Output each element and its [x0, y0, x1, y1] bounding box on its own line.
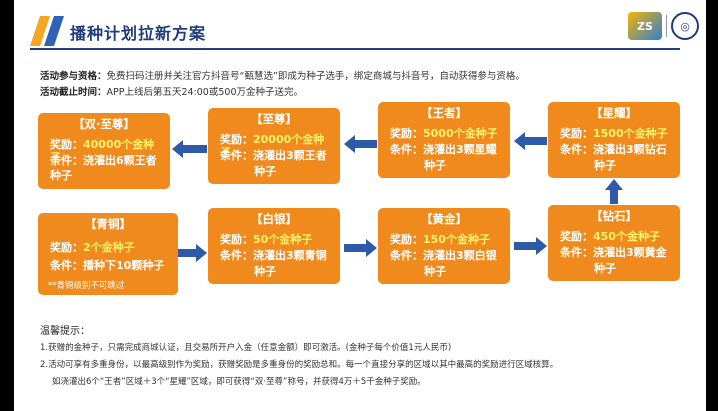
card-condition-cont: 种子 [50, 169, 72, 182]
tip-line-2: 2.活动可享有多重身份，以最高级别作为奖励，获赠奖励是多重身份的奖励总和。每一个… [40, 360, 559, 370]
card-title: 【青铜】 [85, 217, 131, 231]
condition-label: 条件： [50, 154, 83, 167]
card-condition: 条件：浇灌出3颗黄金 [560, 246, 674, 259]
card-condition: 条件：浇灌出3颗钻石 [560, 143, 674, 156]
reward-value: 150个金种子 [423, 233, 490, 246]
card-reward: 奖励：2个金种子 [50, 241, 172, 254]
reward-value: 1500个金种子 [593, 127, 668, 140]
qualification-line: 活动参与资格：免费扫码注册并关注官方抖音号“甄慧选”即成为种子选手，绑定商城与抖… [40, 68, 525, 82]
card-shuang-zhizun: 【双·至尊】 奖励：40000个金种子 条件：浇灌出6颗王者 种子 [38, 113, 170, 189]
card-note: **青铜级别不可跳过 [48, 281, 125, 291]
card-condition-cont: 种子 [254, 265, 276, 278]
tip-line-1: 1.获赠的金种子，只需完成商城认证，且交易所开户入金（任意金额）即可激活。(金种… [40, 343, 452, 353]
card-xingyao: 【星耀】 奖励：1500个金种子 条件：浇灌出3颗钻石 种子 [548, 102, 680, 178]
deadline-line: 活动截止时间：APP上线后第五天24:00或500万金种子送完。 [40, 84, 303, 98]
card-reward: 奖励：20000个金种子 [220, 133, 334, 159]
condition-text: 浇灌出3颗星耀 [423, 143, 497, 156]
card-reward: 奖励：50个金种子 [220, 233, 334, 246]
card-condition: 条件：浇灌出3颗青铜 [220, 249, 334, 262]
reward-value: 50个金种子 [253, 233, 313, 246]
card-title: 【星耀】 [591, 106, 637, 120]
condition-text: 浇灌出3颗黄金 [593, 246, 667, 259]
card-zuanshi: 【钻石】 奖励：450个金种子 条件：浇灌出3颗黄金 种子 [548, 205, 680, 281]
arrow-right-icon [344, 239, 377, 257]
reward-label: 奖励： [50, 138, 83, 151]
arrow-right-icon [514, 237, 547, 255]
card-huangjin: 【黄金】 奖励：150个金种子 条件：浇灌出3颗白银 种子 [378, 208, 510, 284]
arrow-left-icon [172, 140, 207, 158]
qualification-text: 免费扫码注册并关注官方抖音号“甄慧选”即成为种子选手，绑定商城与抖音号，自动获得… [106, 71, 525, 82]
condition-text: 浇灌出3颗青铜 [253, 249, 327, 262]
condition-label: 条件： [560, 143, 593, 156]
condition-label: 条件： [390, 249, 423, 262]
reward-value: 20000个金种子 [220, 133, 325, 159]
card-condition: 条件：浇灌出3颗星耀 [390, 143, 504, 156]
arrow-right-icon [178, 244, 207, 262]
condition-text: 播种下10颗种子 [83, 259, 165, 272]
title-underline [30, 48, 680, 50]
title-stripes-icon [30, 16, 64, 46]
condition-text: 浇灌出3颗王者 [253, 149, 327, 162]
card-reward: 奖励：450个金种子 [560, 230, 674, 243]
condition-text: 浇灌出3颗白银 [423, 249, 497, 262]
card-condition-cont: 种子 [254, 165, 276, 178]
tips-heading: 温馨提示： [40, 326, 90, 337]
card-reward: 奖励：5000个金种子 [390, 127, 504, 140]
reward-label: 奖励： [50, 241, 83, 254]
condition-label: 条件： [220, 249, 253, 262]
left-black-bar [0, 0, 14, 411]
card-title: 【双·至尊】 [73, 117, 135, 131]
card-condition-cont: 种子 [424, 159, 446, 172]
card-condition: 条件：浇灌出3颗王者 [220, 149, 334, 162]
card-condition: 条件：播种下10颗种子 [50, 259, 172, 272]
reward-label: 奖励： [220, 133, 253, 146]
brand-logos: ZS ◎ [628, 10, 704, 42]
reward-label: 奖励： [560, 127, 593, 140]
card-condition-cont: 种子 [424, 265, 446, 278]
card-title: 【钻石】 [591, 209, 637, 223]
tip-line-3: 如浇灌出6个“王者”区域＋3个“星耀”区域，即可获得“双·至尊”称号，并获得4万… [52, 377, 426, 387]
deadline-text: APP上线后第五天24:00或500万金种子送完。 [106, 87, 303, 98]
condition-text: 浇灌出3颗钻石 [593, 143, 667, 156]
right-black-bar [706, 0, 718, 411]
condition-label: 条件： [560, 246, 593, 259]
reward-label: 奖励： [390, 233, 423, 246]
card-condition-cont: 种子 [594, 159, 616, 172]
condition-text: 浇灌出6颗王者 [83, 154, 157, 167]
arrow-left-icon [514, 132, 547, 150]
brand-logo-icon: ZS [628, 12, 662, 40]
partner-logo-icon: ◎ [671, 12, 699, 40]
condition-label: 条件： [50, 259, 83, 272]
card-title: 【黄金】 [421, 212, 467, 226]
card-reward: 奖励：150个金种子 [390, 233, 504, 246]
reward-value: 40000个金种子 [50, 138, 155, 164]
reward-value: 2个金种子 [83, 241, 135, 254]
card-condition: 条件：浇灌出3颗白银 [390, 249, 504, 262]
card-condition-cont: 种子 [594, 262, 616, 275]
page-title: 播种计划拉新方案 [70, 24, 207, 43]
reward-label: 奖励： [220, 233, 253, 246]
reward-label: 奖励： [560, 230, 593, 243]
arrow-up-icon [605, 179, 623, 204]
card-reward: 奖励：40000个金种子 [50, 138, 164, 164]
deadline-label: 活动截止时间： [40, 87, 107, 98]
card-condition: 条件：浇灌出6颗王者 [50, 154, 164, 167]
reward-label: 奖励： [390, 127, 423, 140]
condition-label: 条件： [390, 143, 423, 156]
card-zhizun: 【至尊】 奖励：20000个金种子 条件：浇灌出3颗王者 种子 [208, 108, 340, 184]
card-title: 【白银】 [251, 212, 297, 226]
qualification-label: 活动参与资格： [40, 71, 107, 82]
card-baiyin: 【白银】 奖励：50个金种子 条件：浇灌出3颗青铜 种子 [208, 208, 340, 284]
reward-value: 450个金种子 [593, 230, 660, 243]
logo-divider [666, 15, 667, 37]
card-qingtong: 【青铜】 奖励：2个金种子 条件：播种下10颗种子 **青铜级别不可跳过 [38, 213, 178, 295]
reward-value: 5000个金种子 [423, 127, 498, 140]
card-title: 【王者】 [421, 106, 467, 120]
card-wangzhe: 【王者】 奖励：5000个金种子 条件：浇灌出3颗星耀 种子 [378, 102, 510, 178]
condition-label: 条件： [220, 149, 253, 162]
arrow-left-icon [344, 135, 377, 153]
card-title: 【至尊】 [251, 112, 297, 126]
card-reward: 奖励：1500个金种子 [560, 127, 674, 140]
